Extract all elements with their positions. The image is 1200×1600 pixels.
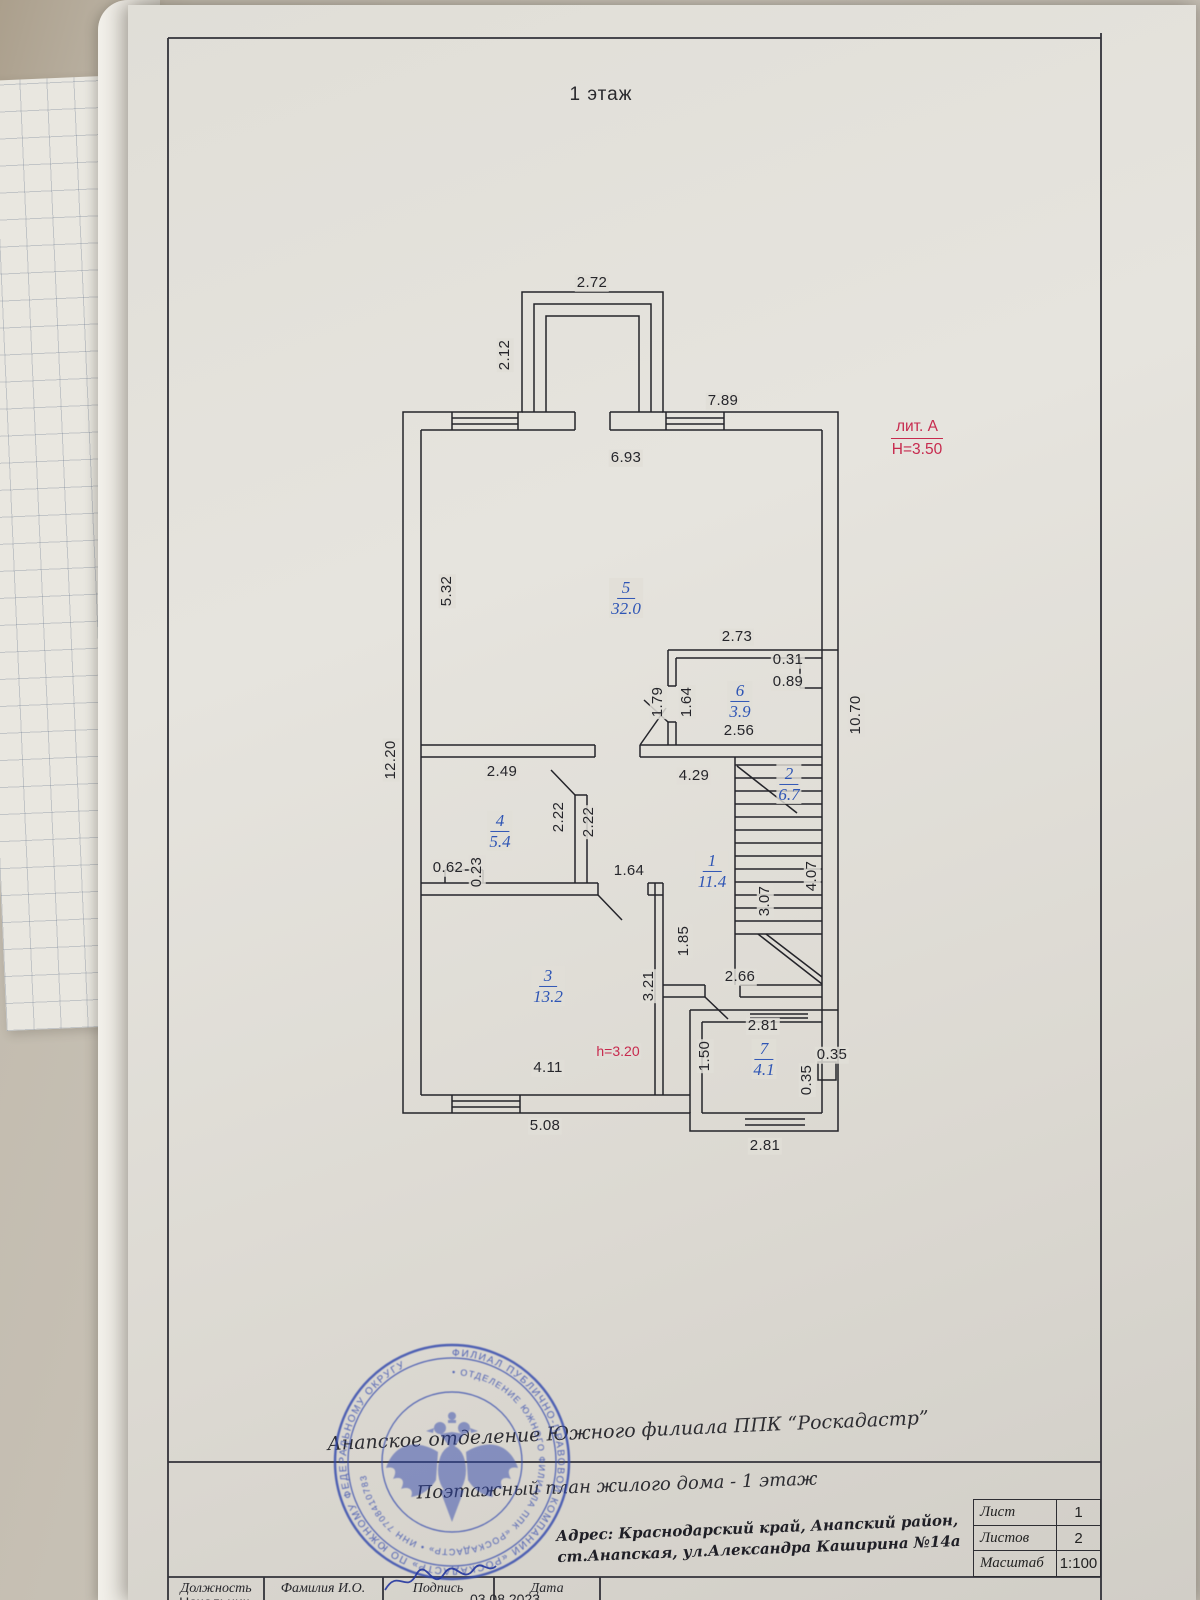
liter-annotation: лит. А Н=3.50 bbox=[890, 418, 944, 459]
organization-line: Анапское отделение Южного филиала ППК “Р… bbox=[326, 1406, 930, 1456]
room-area: 3.9 bbox=[729, 702, 751, 721]
column-name: Фамилия И.О. bbox=[280, 1581, 366, 1596]
dimension-label: 3.07 bbox=[755, 883, 774, 919]
dimension-label: 2.73 bbox=[719, 627, 755, 646]
dimension-label: 5.32 bbox=[437, 573, 456, 609]
dimension-label: 2.66 bbox=[722, 967, 758, 986]
date-value: 03.08.2023 bbox=[469, 1591, 541, 1600]
dimension-label: 2.56 bbox=[721, 721, 757, 740]
building-height-label: Н=3.50 bbox=[891, 441, 943, 458]
room-number: 1 bbox=[702, 851, 722, 872]
dimension-label: 2.81 bbox=[747, 1136, 783, 1155]
dimension-label: 2.22 bbox=[549, 799, 568, 835]
dimension-label: 1.85 bbox=[674, 923, 693, 959]
dimension-label: 12.20 bbox=[381, 738, 400, 782]
column-date: Дата bbox=[530, 1581, 564, 1596]
position-value: Начальник bbox=[179, 1594, 249, 1600]
room-label: 5 32.0 bbox=[609, 577, 643, 619]
dimension-label: 1.79 bbox=[648, 684, 667, 720]
room-label: 3 13.2 bbox=[531, 965, 565, 1007]
room-area: 5.4 bbox=[489, 832, 511, 851]
room-number: 5 bbox=[616, 578, 636, 599]
dimension-label: 2.72 bbox=[574, 273, 610, 292]
liter-label: лит. А bbox=[890, 418, 944, 439]
dimension-label: 1.64 bbox=[677, 684, 696, 720]
dimension-label: 1.64 bbox=[611, 861, 647, 880]
dimension-label: 4.29 bbox=[676, 766, 712, 785]
dimension-label: 4.11 bbox=[531, 1058, 565, 1077]
dimension-label: 2.49 bbox=[484, 762, 520, 781]
dimension-label: 2.81 bbox=[745, 1016, 781, 1035]
room-area: 11.4 bbox=[697, 872, 727, 891]
room-label: 1 11.4 bbox=[695, 850, 729, 892]
dimension-label: 5.08 bbox=[527, 1116, 563, 1135]
room-number: 3 bbox=[538, 966, 558, 987]
dimension-label: 4.07 bbox=[802, 858, 821, 894]
column-position: Должность bbox=[180, 1581, 252, 1596]
scale-value: 1:100 bbox=[1059, 1555, 1098, 1573]
dimension-label: 0.35 bbox=[797, 1062, 816, 1098]
dimension-label: 0.35 bbox=[814, 1045, 850, 1064]
sheet-value: 1 bbox=[1074, 1503, 1083, 1521]
title-block: Лист 1 Листов 2 Масштаб 1:100 bbox=[973, 1499, 1101, 1577]
room-area: 13.2 bbox=[533, 987, 563, 1006]
room-label: 6 3.9 bbox=[727, 680, 753, 722]
room-area: 4.1 bbox=[753, 1060, 775, 1079]
dimension-label: 6.93 bbox=[608, 448, 644, 467]
title-block-row: Листов 2 bbox=[974, 1524, 1100, 1551]
dimension-label: 1.50 bbox=[695, 1038, 714, 1074]
dimension-label: 0.62 bbox=[430, 858, 466, 877]
sheets-value: 2 bbox=[1074, 1529, 1083, 1547]
room-label: 7 4.1 bbox=[751, 1038, 777, 1080]
scale-label: Масштаб bbox=[974, 1551, 1057, 1577]
dimension-label: 2.12 bbox=[495, 337, 514, 373]
dimension-label: 0.23 bbox=[467, 854, 486, 890]
document-title-line: Поэтажный план жилого дома - 1 этаж bbox=[416, 1468, 818, 1504]
dimension-label: 0.89 bbox=[770, 672, 806, 691]
room-area: 32.0 bbox=[611, 599, 641, 618]
sheet-label: Лист bbox=[974, 1500, 1057, 1525]
room-number: 4 bbox=[490, 811, 510, 832]
dimension-label: 7.89 bbox=[705, 391, 741, 410]
title-block-row: Лист 1 bbox=[974, 1500, 1100, 1525]
room-label: 4 5.4 bbox=[487, 810, 513, 852]
room-number: 7 bbox=[754, 1039, 774, 1060]
sheets-label: Листов bbox=[974, 1525, 1057, 1551]
room-number: 2 bbox=[779, 764, 799, 785]
dimension-label: 0.31 bbox=[770, 650, 806, 669]
dimension-label: 10.70 bbox=[846, 693, 865, 737]
column-signature: Подпись bbox=[412, 1581, 464, 1596]
room-height-label: h=3.20 bbox=[594, 1043, 642, 1059]
dimension-label: 2.22 bbox=[579, 804, 598, 840]
room-number: 6 bbox=[730, 681, 750, 702]
room-label: 2 6.7 bbox=[776, 763, 802, 805]
title-block-row: Масштаб 1:100 bbox=[974, 1550, 1100, 1577]
dimension-label: 3.21 bbox=[639, 968, 658, 1004]
floor-title: 1 этаж bbox=[569, 84, 633, 105]
room-area: 6.7 bbox=[778, 785, 800, 804]
